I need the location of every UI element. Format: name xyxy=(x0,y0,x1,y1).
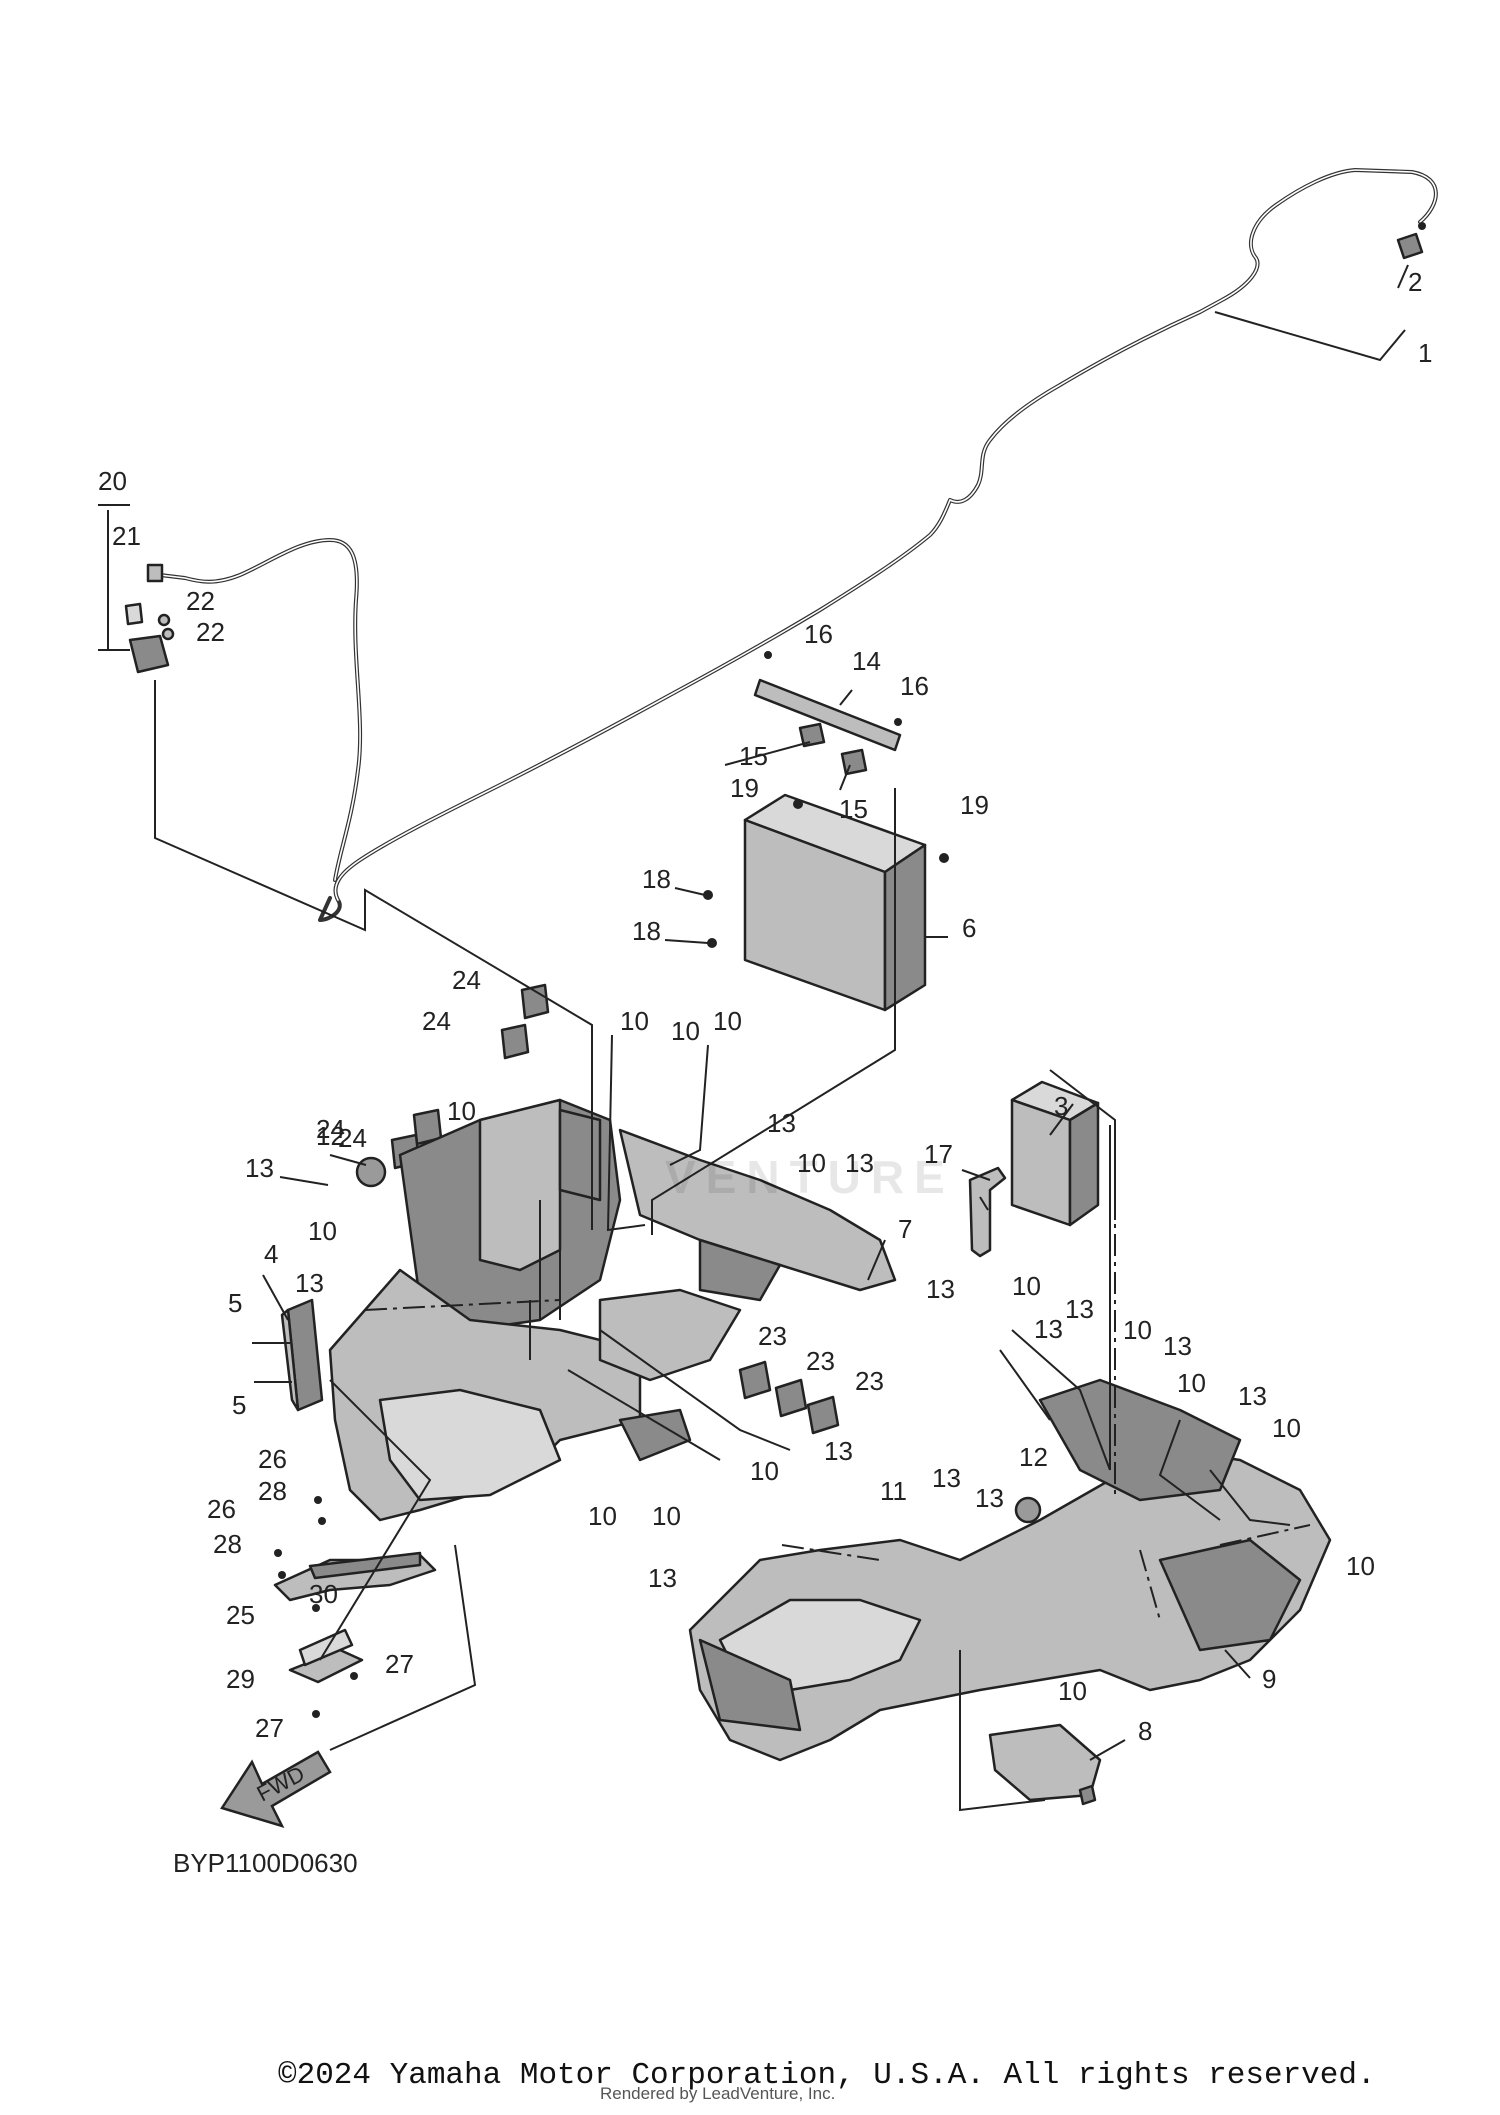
part-callout: 18 xyxy=(642,864,671,894)
part-callout: 10 xyxy=(1177,1368,1206,1398)
part-callout: 22 xyxy=(196,617,225,647)
part-callout: 10 xyxy=(620,1006,649,1036)
part-callout: 24 xyxy=(422,1006,451,1036)
front-floor-tray xyxy=(688,1378,1332,1762)
part-callout: 13 xyxy=(845,1148,874,1178)
part-callout: 23 xyxy=(758,1321,787,1351)
part-callout: 3 xyxy=(1054,1091,1068,1121)
part-callout: 29 xyxy=(226,1664,255,1694)
part-callout: 13 xyxy=(1034,1314,1063,1344)
part-callout: 10 xyxy=(308,1216,337,1246)
terminal-cap xyxy=(1396,232,1424,260)
part-callout: 27 xyxy=(385,1649,414,1679)
part-callout: 18 xyxy=(632,916,661,946)
part-callout: 13 xyxy=(648,1563,677,1593)
relay-1 xyxy=(520,983,550,1020)
battery-band xyxy=(753,651,902,752)
part-callout: 24 xyxy=(452,965,481,995)
part-callout: 23 xyxy=(855,1366,884,1396)
part-callout: 10 xyxy=(671,1016,700,1046)
part-callout: 16 xyxy=(804,619,833,649)
part-callout: 13 xyxy=(1238,1381,1267,1411)
relay-23c xyxy=(806,1395,840,1435)
part-callout: 10 xyxy=(1012,1271,1041,1301)
fuse-cable xyxy=(146,538,363,882)
part-callout: 6 xyxy=(962,913,976,943)
part-callout: 19 xyxy=(960,790,989,820)
part-callout: 10 xyxy=(1346,1551,1375,1581)
terminal-block xyxy=(273,1496,437,1718)
part-callout: 17 xyxy=(924,1139,953,1169)
part-callout: 21 xyxy=(112,521,141,551)
part-callout: 13 xyxy=(245,1153,274,1183)
part-callout: 27 xyxy=(255,1713,284,1743)
part-callout: 13 xyxy=(295,1268,324,1298)
part-callout: 22 xyxy=(186,586,215,616)
part-callout: 13 xyxy=(824,1436,853,1466)
rear-tray-assembly xyxy=(328,1098,897,1522)
part-callout: 13 xyxy=(926,1274,955,1304)
part-callout: 26 xyxy=(207,1494,236,1524)
part-callout: 10 xyxy=(447,1096,476,1126)
part-callout: 13 xyxy=(1163,1331,1192,1361)
part-callout: 23 xyxy=(806,1346,835,1376)
diagram-code: BYP1100D0630 xyxy=(173,1848,358,1878)
part-callout: 19 xyxy=(730,773,759,803)
part-callout: 14 xyxy=(852,646,881,676)
part-callout: 2 xyxy=(1408,267,1422,297)
part-callout: 10 xyxy=(1272,1413,1301,1443)
part-callout: 10 xyxy=(652,1501,681,1531)
part-callout: 24 xyxy=(316,1114,345,1144)
relay-23a xyxy=(738,1360,772,1400)
part-callout: 13 xyxy=(932,1463,961,1493)
relay-2 xyxy=(500,1023,530,1060)
part-callout: 10 xyxy=(588,1501,617,1531)
part-callout: 10 xyxy=(1058,1676,1087,1706)
part-callout: 13 xyxy=(975,1483,1004,1513)
part-callout: 1 xyxy=(1418,338,1432,368)
part-callout: 5 xyxy=(232,1390,246,1420)
part-callout: 12 xyxy=(316,1121,345,1151)
copyright-notice: ©2024 Yamaha Motor Corporation, U.S.A. A… xyxy=(278,2058,1376,2093)
part-callout: 26 xyxy=(258,1444,287,1474)
part-callout: 7 xyxy=(898,1214,912,1244)
assembly-guide-lines xyxy=(154,680,1311,1812)
watermark-text: VENTURE xyxy=(665,1151,955,1203)
part-callout: 10 xyxy=(797,1148,826,1178)
part-callout: 25 xyxy=(226,1600,255,1630)
part-callout: 28 xyxy=(213,1529,242,1559)
part-callout: 12 xyxy=(1019,1442,1048,1472)
part-callout: 5 xyxy=(228,1288,242,1318)
leader-lines xyxy=(98,264,1409,1761)
part-callout: 4 xyxy=(264,1239,278,1269)
part-callout: 13 xyxy=(767,1108,796,1138)
battery xyxy=(703,793,949,1012)
relay-23b xyxy=(774,1378,808,1418)
part-callout: 8 xyxy=(1138,1716,1152,1746)
forward-arrow-icon: FWD xyxy=(220,1750,332,1829)
part-callout: 13 xyxy=(1065,1294,1094,1324)
part-callout: 15 xyxy=(839,794,868,824)
part-callout: 11 xyxy=(880,1476,907,1506)
part-callout: 20 xyxy=(98,466,127,496)
terminal-cover-right xyxy=(840,748,868,776)
access-cover xyxy=(988,1723,1102,1806)
part-callout: 28 xyxy=(258,1476,287,1506)
fuse-holder xyxy=(124,602,175,674)
part-callout: 24 xyxy=(338,1123,367,1153)
ecu-bracket xyxy=(968,1166,1007,1258)
part-callout: 10 xyxy=(1123,1315,1152,1345)
part-callout: 15 xyxy=(739,741,768,771)
battery-cable-long xyxy=(318,168,1438,922)
part-callout: 10 xyxy=(750,1456,779,1486)
ecu-unit xyxy=(1010,1080,1100,1227)
part-callout: 9 xyxy=(1262,1664,1276,1694)
part-callout: 30 xyxy=(309,1579,338,1609)
rendered-by-credit: Rendered by LeadVenture, Inc. xyxy=(600,2084,836,2103)
part-callout: 10 xyxy=(713,1006,742,1036)
part-callout: 16 xyxy=(900,671,929,701)
terminal-cover-left xyxy=(798,722,826,748)
